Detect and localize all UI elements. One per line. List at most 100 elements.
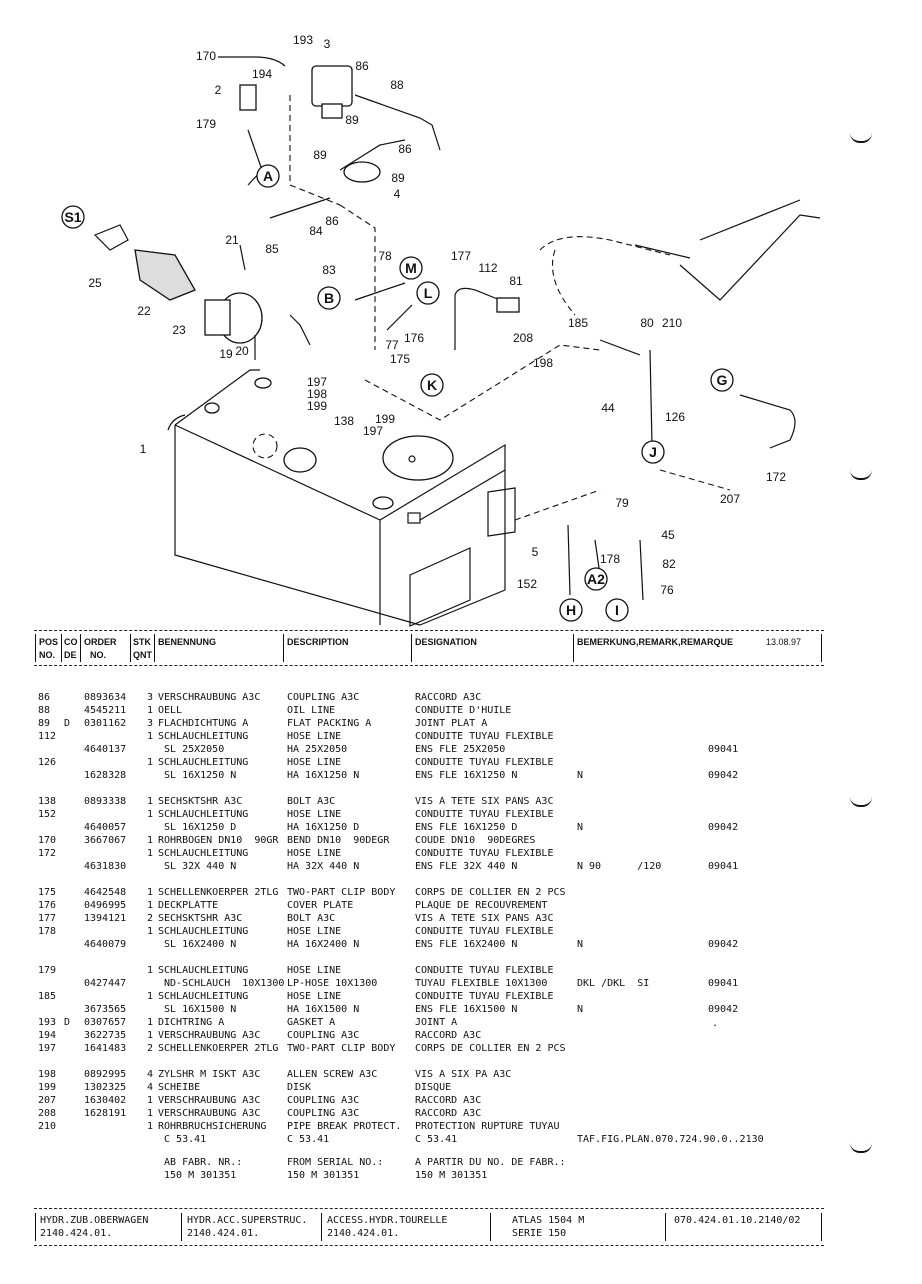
part-number-label: 207 — [720, 492, 740, 506]
row-code: D — [64, 718, 71, 729]
view-reference-label: K — [427, 377, 437, 393]
part-number-label: 5 — [532, 545, 539, 559]
footer-model-line-1: ATLAS 1504 M — [512, 1215, 585, 1226]
row-order-number: 1394121 — [84, 913, 127, 924]
row-remark-code: 09041 — [708, 744, 739, 755]
row-quantity: 1 — [147, 887, 154, 898]
row-pos: 172 — [38, 848, 57, 859]
part-number-label: 88 — [390, 78, 404, 92]
part-number-label: 45 — [661, 528, 675, 542]
row-remark-code: 09041 — [708, 978, 739, 989]
row-description: ALLEN SCREW A3C — [287, 1069, 378, 1080]
part-number-label: 86 — [325, 214, 339, 228]
row-description: DISK — [287, 1082, 312, 1093]
part-number-label: 86 — [355, 59, 369, 73]
header-qty-1: STK — [133, 637, 151, 647]
row-description: C 53.41 — [287, 1134, 330, 1145]
part-number-label: 25 — [88, 276, 102, 290]
row-order-number: 1641483 — [84, 1043, 127, 1054]
row-description: HOSE LINE — [287, 809, 342, 820]
row-order-number: 4545211 — [84, 705, 127, 716]
row-pos: 176 — [38, 900, 57, 911]
margin-mark — [850, 797, 872, 807]
filter-assembly — [218, 56, 441, 350]
row-benennung: SCHLAUCHLEITUNG — [158, 731, 249, 742]
row-benennung: SECHSKTSHR A3C — [158, 796, 243, 807]
row-benennung: SCHLAUCHLEITUNG — [158, 926, 249, 937]
row-order-number: 3622735 — [84, 1030, 127, 1041]
part-number-label: 4 — [394, 187, 401, 201]
row-designation: DISQUE — [415, 1082, 452, 1093]
row-description: COUPLING A3C — [287, 1108, 360, 1119]
part-number-label: 197 — [307, 375, 327, 389]
row-benennung: VERSCHRAUBUNG A3C — [158, 1030, 261, 1041]
row-order-number: 0892995 — [84, 1069, 127, 1080]
row-benennung: SCHLAUCHLEITUNG — [158, 757, 249, 768]
reference-circle — [416, 281, 440, 305]
view-reference-label: L — [424, 285, 433, 301]
row-designation: A PARTIR DU NO. DE FABR.: — [415, 1157, 566, 1168]
header-order-1: ORDER — [84, 637, 117, 647]
row-remark: N 90 /120 — [577, 861, 662, 872]
view-reference-label: S1 — [64, 209, 81, 225]
row-order-number: 0893338 — [84, 796, 127, 807]
row-benennung: SL 25X2050 — [158, 744, 225, 755]
part-number-label: 84 — [309, 224, 323, 238]
part-number-label: 177 — [451, 249, 471, 263]
row-remark-code: 09042 — [708, 939, 739, 950]
row-pos: 175 — [38, 887, 57, 898]
part-number-label: 172 — [766, 470, 786, 484]
row-designation: CONDUITE TUYAU FLEXIBLE — [415, 757, 554, 768]
row-benennung: VERSCHRAUBUNG A3C — [158, 1108, 261, 1119]
row-pos: 210 — [38, 1121, 57, 1132]
row-order-number: 0496995 — [84, 900, 127, 911]
row-designation: ENS FLE 16X1500 N — [415, 1004, 518, 1015]
row-pos: 88 — [38, 705, 51, 716]
row-benennung: SL 16X2400 N — [158, 939, 237, 950]
row-designation: ENS FLE 25X2050 — [415, 744, 506, 755]
footer-de-line-1: HYDR.ZUB.OBERWAGEN — [40, 1215, 149, 1226]
row-order-number: 1302325 — [84, 1082, 127, 1093]
row-benennung: DECKPLATTE — [158, 900, 219, 911]
header-qty-2: QNT — [133, 650, 152, 660]
row-benennung: SCHELLENKOERPER 2TLG — [158, 1043, 279, 1054]
footer-document-number: 070.424.01.10.2140/02 — [674, 1215, 801, 1226]
row-description: FLAT PACKING A — [287, 718, 372, 729]
part-number-label: 77 — [385, 338, 399, 352]
row-quantity: 2 — [147, 913, 154, 924]
part-number-label: 176 — [404, 331, 424, 345]
row-quantity: 1 — [147, 848, 154, 859]
row-quantity: 1 — [147, 731, 154, 742]
row-order-number: 4640137 — [84, 744, 127, 755]
row-benennung: ND-SCHLAUCH 10X1300 — [158, 978, 285, 989]
row-order-number: 0427447 — [84, 978, 127, 989]
part-number-label: 89 — [345, 113, 359, 127]
row-designation: CONDUITE TUYAU FLEXIBLE — [415, 809, 554, 820]
row-description: COUPLING A3C — [287, 1095, 360, 1106]
row-order-number: 4640079 — [84, 939, 127, 950]
view-reference-label: H — [566, 602, 576, 618]
row-pos: 126 — [38, 757, 57, 768]
row-description: HOSE LINE — [287, 757, 342, 768]
header-date: 13.08.97 — [766, 637, 802, 647]
row-designation: RACCORD A3C — [415, 1095, 482, 1106]
row-quantity: 4 — [147, 1069, 154, 1080]
row-description: TWO-PART CLIP BODY — [287, 887, 396, 898]
part-number-label: 23 — [172, 323, 186, 337]
row-designation: CONDUITE TUYAU FLEXIBLE — [415, 926, 554, 937]
row-pos: 198 — [38, 1069, 57, 1080]
row-remark-code: 09042 — [708, 822, 739, 833]
row-benennung: SL 16X1500 N — [158, 1004, 237, 1015]
row-description: HOSE LINE — [287, 848, 342, 859]
row-designation: CONDUITE TUYAU FLEXIBLE — [415, 965, 554, 976]
